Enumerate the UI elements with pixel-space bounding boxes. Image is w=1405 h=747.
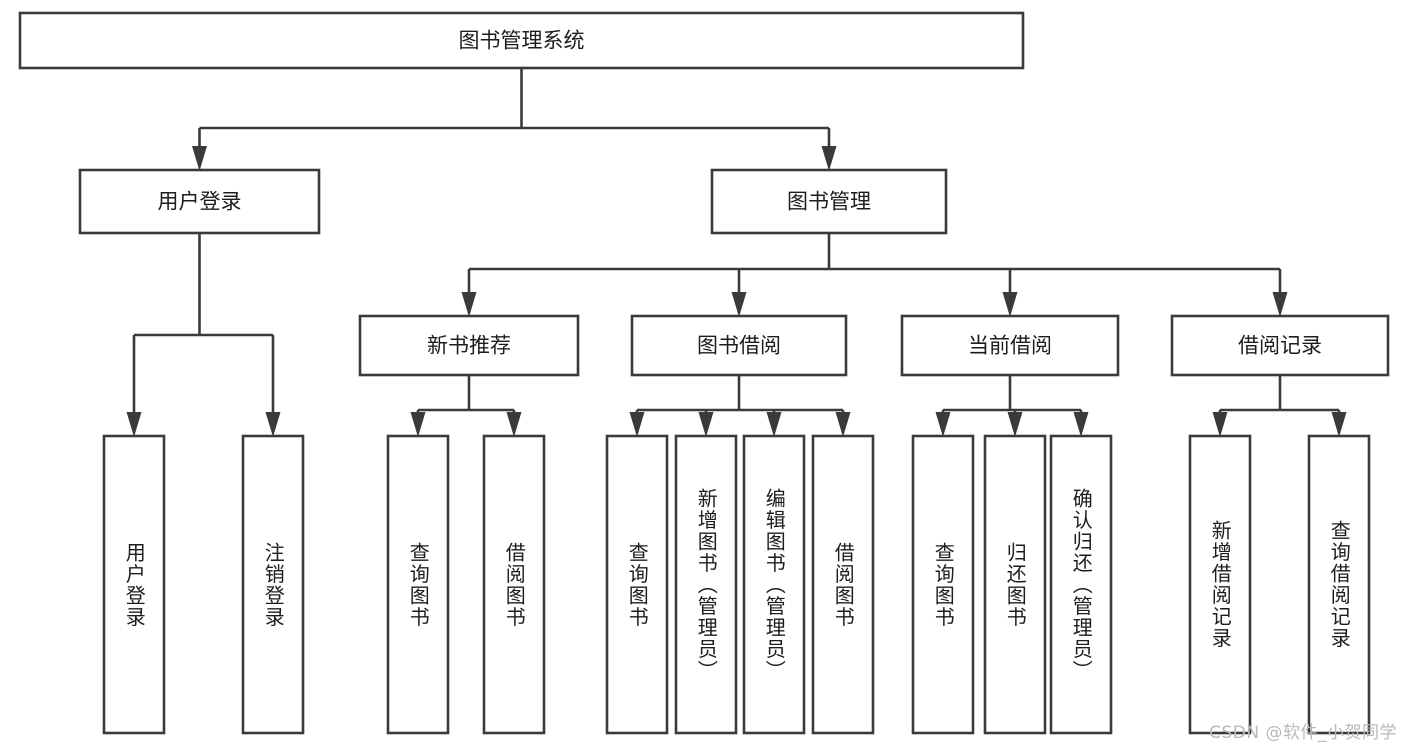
node-box-borrow[interactable] [630, 314, 848, 377]
edge-arrowhead [1007, 412, 1023, 437]
node-label-newrec: 新书推荐 [427, 334, 511, 358]
node-box-l-bbook2[interactable] [811, 434, 875, 735]
edge-arrowhead [1073, 412, 1089, 437]
node-label-borrow: 图书借阅 [697, 334, 781, 358]
node-box-l-return[interactable] [983, 434, 1047, 735]
node-box-l-addrec[interactable] [1188, 434, 1252, 735]
node-box-l-bbook1[interactable] [482, 434, 546, 735]
watermark-text: CSDN @软件_小贺同学 [1209, 723, 1397, 743]
edge-arrowhead [629, 412, 645, 437]
edge-arrowhead [265, 412, 281, 437]
edge-arrowhead [1002, 292, 1018, 317]
node-box-l-qbook1[interactable] [386, 434, 450, 735]
node-box-l-editbook[interactable] [742, 434, 806, 735]
edge-arrowhead [835, 412, 851, 437]
edges-layer [126, 68, 1347, 437]
edge-arrowhead [1212, 412, 1228, 437]
edge-group-login [126, 233, 281, 437]
edge-group-bookmgmt [461, 233, 1288, 317]
node-box-bookmgmt[interactable] [710, 168, 948, 235]
node-box-l-qbook3[interactable] [911, 434, 975, 735]
edge-arrowhead [192, 146, 207, 171]
edge-group-records [1212, 375, 1347, 437]
edge-arrowhead [766, 412, 782, 437]
edge-arrowhead [410, 412, 426, 437]
edge-arrowhead [461, 292, 477, 317]
edge-group-current [935, 375, 1089, 437]
node-box-l-qbook2[interactable] [605, 434, 669, 735]
edge-arrowhead [1272, 292, 1288, 317]
edge-group-borrow [629, 375, 851, 437]
node-label-records: 借阅记录 [1238, 334, 1322, 358]
node-box-l-qrec[interactable] [1307, 434, 1371, 735]
node-label-login: 用户登录 [158, 190, 242, 214]
node-box-records[interactable] [1170, 314, 1390, 377]
node-box-login[interactable] [78, 168, 321, 235]
edge-group-root [192, 68, 837, 171]
edge-arrowhead [731, 292, 747, 317]
edge-arrowhead [698, 412, 714, 437]
node-box-l-logout[interactable] [241, 434, 305, 735]
node-box-l-addbook[interactable] [674, 434, 738, 735]
node-box-newrec[interactable] [358, 314, 580, 377]
edge-arrowhead [126, 412, 142, 437]
edge-arrowhead [935, 412, 951, 437]
edge-arrowhead [1331, 412, 1347, 437]
edge-group-newrec [410, 375, 522, 437]
node-box-l-confirm[interactable] [1049, 434, 1113, 735]
edge-arrowhead [821, 146, 837, 171]
node-box-root[interactable] [18, 11, 1025, 70]
node-label-root: 图书管理系统 [459, 29, 585, 53]
node-box-current[interactable] [900, 314, 1120, 377]
node-box-l-userlogin[interactable] [102, 434, 166, 735]
edge-arrowhead [506, 412, 522, 437]
node-label-bookmgmt: 图书管理 [787, 190, 871, 214]
node-label-current: 当前借阅 [968, 334, 1052, 358]
